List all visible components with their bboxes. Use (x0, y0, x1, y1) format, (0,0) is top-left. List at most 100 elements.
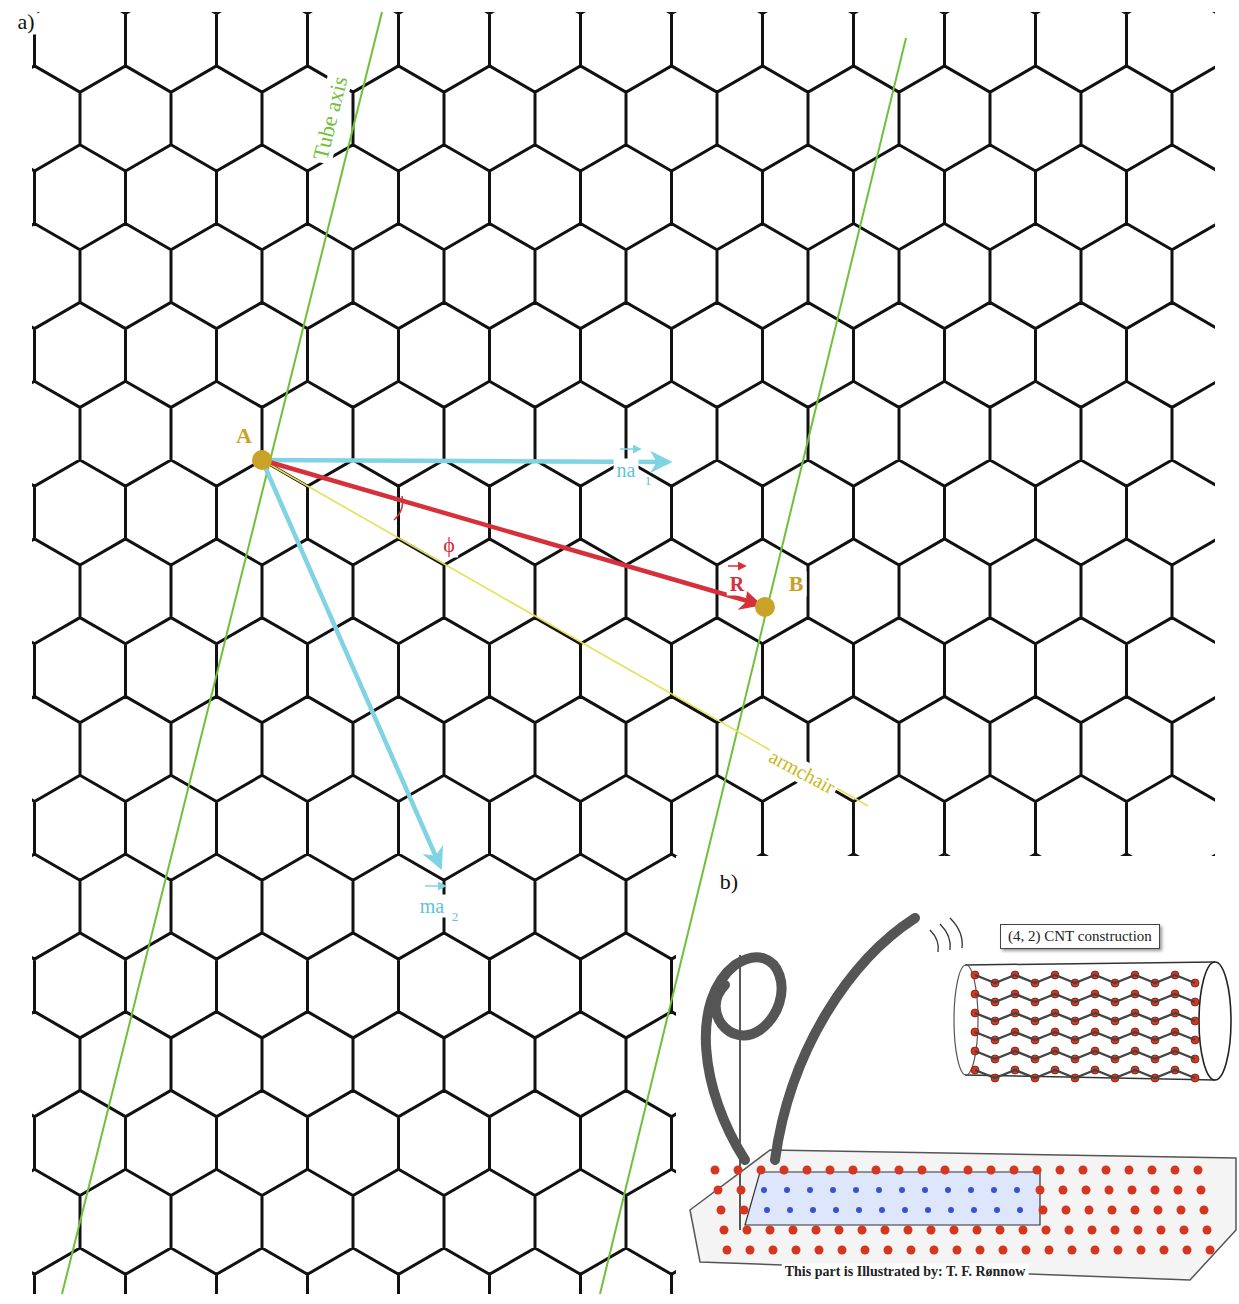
carbon-atom (1160, 1246, 1169, 1255)
carbon-atom (856, 1207, 862, 1213)
carbon-atom (953, 1246, 962, 1255)
curling-sheet (775, 918, 915, 1160)
carbon-atom (996, 1226, 1005, 1235)
carbon-atom (927, 1226, 936, 1235)
sheet-atoms (711, 1166, 1215, 1255)
honeycomb-lattice (32, 12, 1215, 1294)
carbon-atom (1148, 1166, 1157, 1175)
tube-axis-line (600, 38, 906, 1294)
carbon-atom (780, 1166, 789, 1175)
carbon-atom (714, 1186, 723, 1195)
vector-a2 (262, 460, 440, 866)
carbon-atom (971, 1207, 977, 1213)
carbon-atom (1177, 1206, 1186, 1215)
carbon-atom (950, 1226, 959, 1235)
tube-end (954, 965, 978, 1075)
carbon-atom (976, 1246, 985, 1255)
carbon-atom (1111, 1226, 1120, 1235)
rolled-sheet (706, 957, 782, 1160)
carbon-atom (1206, 1246, 1215, 1255)
carbon-atom (1197, 1186, 1206, 1195)
carbon-atom (948, 1207, 954, 1213)
carbon-atom (1131, 1206, 1140, 1215)
carbon-atom (1062, 1206, 1071, 1215)
carbon-atom (835, 1226, 844, 1235)
panel-label: a) (14, 9, 37, 34)
carbon-atom (925, 1207, 931, 1213)
cnt-rolling-illustration (690, 918, 1236, 1280)
tube-axis-line (62, 12, 382, 1294)
carbon-atom (1036, 1186, 1045, 1195)
subscript: 1 (642, 473, 655, 489)
bond-line (975, 1032, 1195, 1040)
carbon-atom (789, 1226, 798, 1235)
carbon-atom (1114, 1246, 1123, 1255)
carbon-atom (879, 1207, 885, 1213)
carbon-atom (973, 1226, 982, 1235)
carbon-atom (757, 1166, 766, 1175)
carbon-atom (1137, 1246, 1146, 1255)
carbon-atom (858, 1226, 867, 1235)
carbon-atom (1157, 1226, 1166, 1235)
bond-line (975, 1051, 1195, 1059)
carbon-atom (764, 1207, 770, 1213)
carbon-atom (930, 1246, 939, 1255)
carbon-atom (968, 1187, 974, 1193)
carbon-atom (899, 1187, 905, 1193)
vector-label: R (727, 573, 747, 596)
angle-label: ϕ (440, 532, 458, 557)
carbon-atom (872, 1166, 881, 1175)
carbon-atom (1033, 1166, 1042, 1175)
tube-end (1199, 962, 1231, 1080)
carbon-atom (1079, 1166, 1088, 1175)
carbon-atom (1065, 1226, 1074, 1235)
carbon-atom (723, 1246, 732, 1255)
carbon-atom (876, 1187, 882, 1193)
caption-box: (4, 2) CNT construction (1000, 924, 1160, 949)
vector-overline (620, 448, 640, 450)
carbon-atom (987, 1166, 996, 1175)
carbon-atom (907, 1246, 916, 1255)
panel-b-ground (676, 856, 1239, 1304)
carbon-atom (1085, 1206, 1094, 1215)
carbon-atom (1171, 1166, 1180, 1175)
graphene-sheet (690, 1150, 1236, 1280)
tube-outline (965, 962, 1215, 965)
vector-a1 (262, 460, 668, 462)
carbon-atom (884, 1246, 893, 1255)
point-label: B (786, 571, 807, 596)
carbon-atom (787, 1207, 793, 1213)
carbon-atom (941, 1166, 950, 1175)
carbon-atom (895, 1166, 904, 1175)
carbon-atom (945, 1187, 951, 1193)
carbon-atom (743, 1226, 752, 1235)
carbon-atom (740, 1206, 749, 1215)
carbon-atom (1151, 1186, 1160, 1195)
motion-marks (930, 918, 962, 952)
carbon-atom (807, 1187, 813, 1193)
carbon-atom (720, 1226, 729, 1235)
angle-arc (394, 496, 403, 520)
carbon-atom (1125, 1166, 1134, 1175)
carbon-atom (1059, 1186, 1068, 1195)
point-b (755, 597, 775, 617)
subscript: 2 (449, 909, 462, 925)
carbon-atom (1102, 1166, 1111, 1175)
carbon-atom (810, 1207, 816, 1213)
caption-text: (4, 2) CNT construction (1008, 928, 1152, 945)
carbon-atom (918, 1166, 927, 1175)
carbon-atom (833, 1207, 839, 1213)
carbon-atom (746, 1246, 755, 1255)
carbon-atom (1194, 1166, 1203, 1175)
carbon-atom (1180, 1226, 1189, 1235)
tube-lattice (971, 971, 1199, 1082)
vector-overline (728, 565, 745, 567)
carbon-atom (904, 1226, 913, 1235)
carbon-atom (1017, 1207, 1023, 1213)
carbon-atom (761, 1187, 767, 1193)
carbon-atom (803, 1166, 812, 1175)
carbon-atom (826, 1166, 835, 1175)
carbon-atom (1174, 1186, 1183, 1195)
hexagon-cells (32, 12, 1215, 1294)
